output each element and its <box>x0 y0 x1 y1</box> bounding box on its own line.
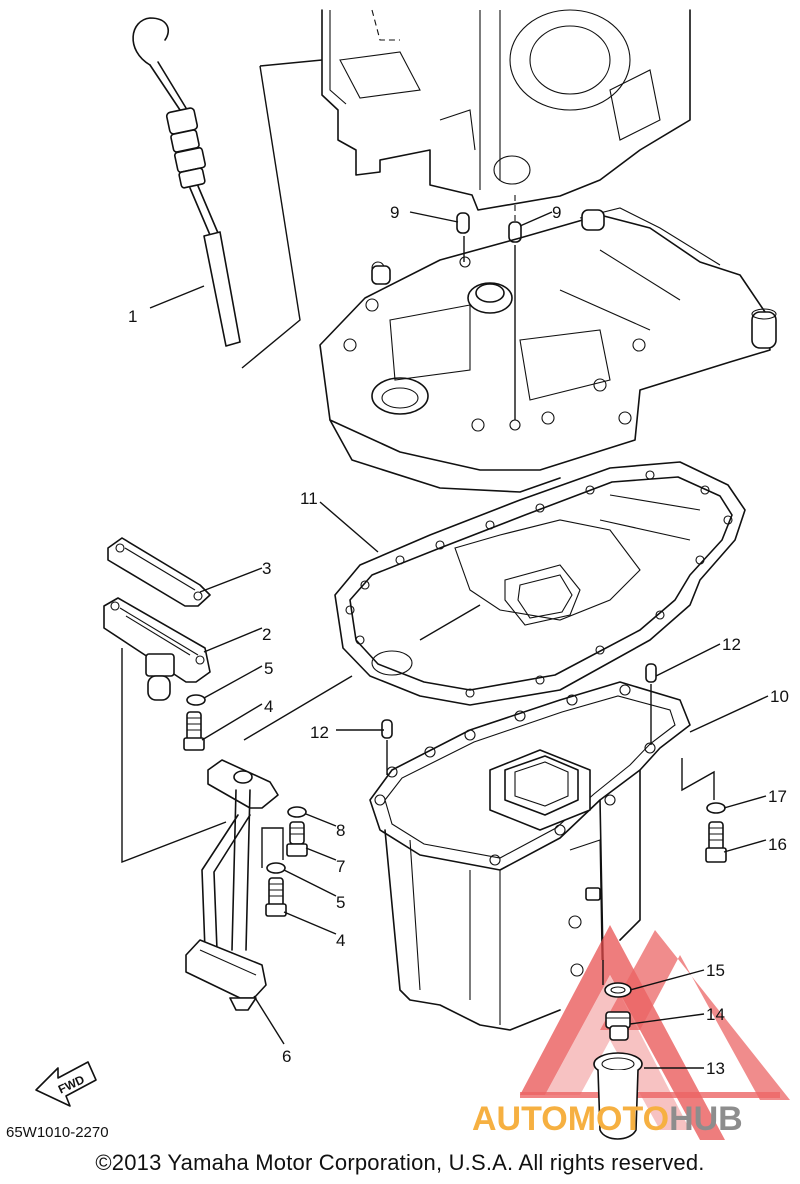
washer-8 <box>287 806 307 818</box>
part-label-2: 2 <box>262 625 271 644</box>
watermark-brand: AUTOMOTOHUB <box>472 1100 743 1138</box>
part-label-14: 14 <box>706 1005 725 1024</box>
part-label-4-upper: 4 <box>264 697 273 716</box>
oil-strainer-cover-2 <box>103 597 211 701</box>
power-head-block <box>321 9 691 211</box>
bolt-7 <box>286 821 308 857</box>
oil-pan-gasket <box>334 461 746 706</box>
part-label-7: 7 <box>336 857 345 876</box>
watermark-brand-part2: HUB <box>669 1100 743 1138</box>
part-label-4-lower: 4 <box>336 931 345 950</box>
oil-pan <box>369 681 691 1031</box>
dowel-pins-9 <box>456 195 522 420</box>
part-label-17: 17 <box>768 787 787 806</box>
part-label-9-right: 9 <box>552 203 561 222</box>
part-label-15: 15 <box>706 961 725 980</box>
part-label-9-left: 9 <box>390 203 399 222</box>
gasket-15 <box>604 982 632 998</box>
oil-dipstick <box>132 17 241 347</box>
washer-5-upper <box>186 694 206 706</box>
exhaust-guide-plate <box>319 207 777 493</box>
part-label-5-upper: 5 <box>264 659 273 678</box>
part-label-16: 16 <box>768 835 787 854</box>
watermark-brand-part1: AUTOMOTO <box>472 1100 669 1138</box>
part-label-12-left: 12 <box>310 723 329 742</box>
part-label-5-lower: 5 <box>336 893 345 912</box>
part-label-12-right: 12 <box>722 635 741 654</box>
drain-sleeve-13 <box>593 1052 643 1140</box>
bolt-4-upper <box>183 711 205 751</box>
forward-direction-arrow: FWD <box>35 1061 97 1107</box>
washer-5-lower <box>266 862 286 874</box>
catalog-code: 65W1010-2270 <box>6 1124 109 1141</box>
washer-17 <box>706 802 726 814</box>
part-label-11: 11 <box>300 489 318 508</box>
part-label-3: 3 <box>262 559 271 578</box>
drain-bolt-14 <box>605 1011 631 1041</box>
part-label-8: 8 <box>336 821 345 840</box>
strainer-gasket-3 <box>107 537 211 607</box>
part-label-1: 1 <box>128 307 137 326</box>
bolt-16 <box>705 821 727 863</box>
bolt-4-lower <box>265 877 287 917</box>
oil-strainer-6 <box>185 759 279 1011</box>
part-label-6: 6 <box>282 1047 291 1066</box>
part-number-labels: 1 2 3 4 4 5 5 6 7 8 9 9 10 11 12 12 13 1… <box>128 203 789 1078</box>
part-label-10: 10 <box>770 687 789 706</box>
dowel-pins-12 <box>381 663 657 775</box>
part-label-13: 13 <box>706 1059 725 1078</box>
leader-lines <box>149 211 769 1069</box>
copyright-notice: ©2013 Yamaha Motor Corporation, U.S.A. A… <box>95 1150 705 1175</box>
